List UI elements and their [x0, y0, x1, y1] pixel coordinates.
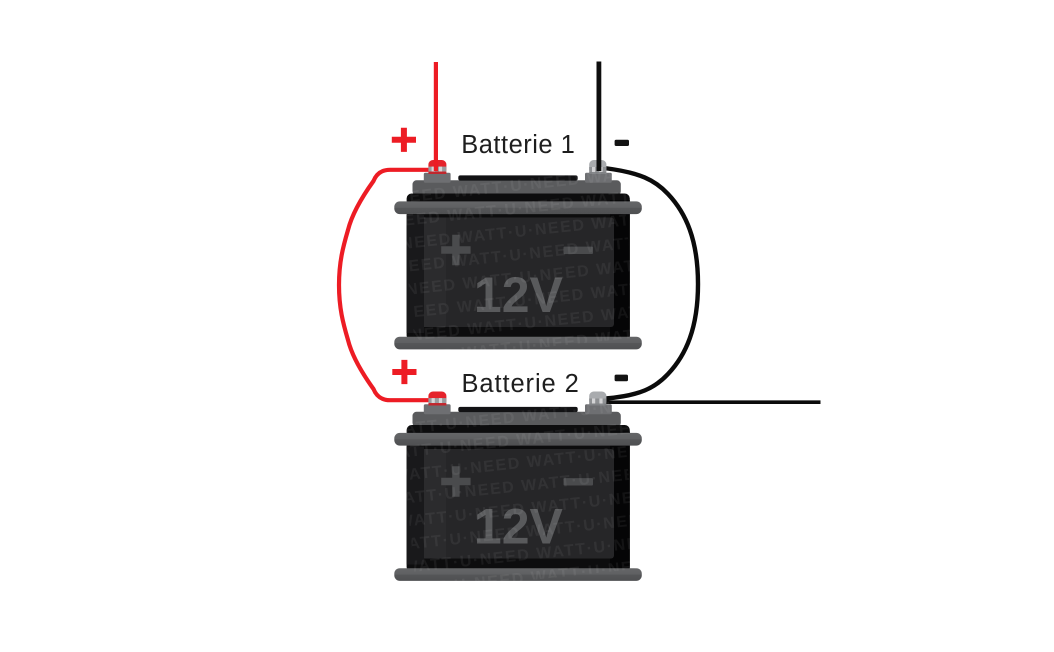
svg-text:Batterie 2: Batterie 2 [462, 370, 580, 398]
svg-text:WATT·U·NEED WATT·U·NEED WATT·U: WATT·U·NEED WATT·U·NEED WATT·U·NEED WATT… [314, 97, 845, 169]
svg-text:Batterie 1: Batterie 1 [461, 131, 575, 159]
